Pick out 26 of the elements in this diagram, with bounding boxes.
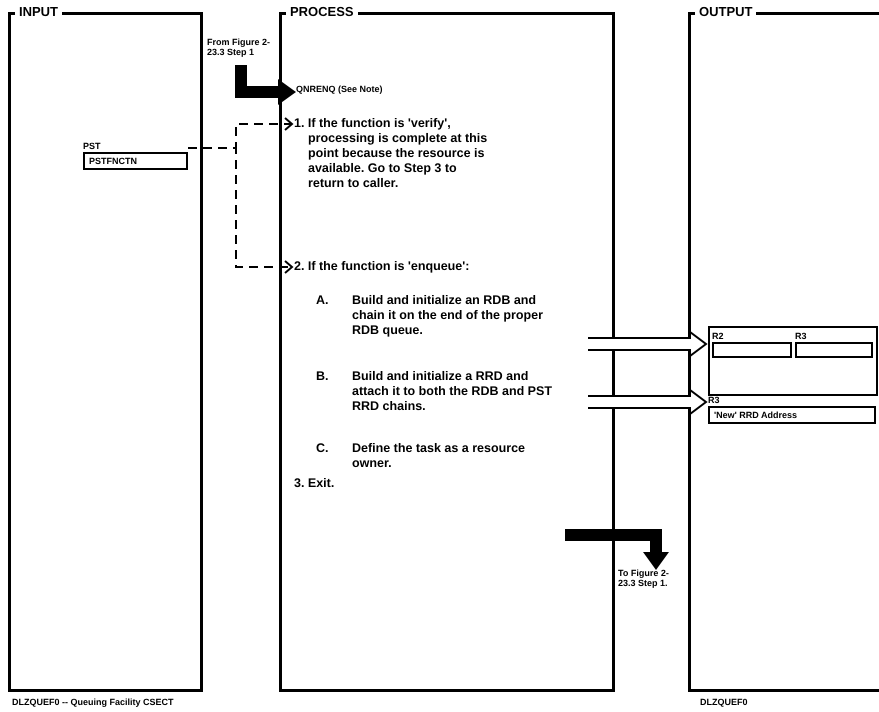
- connector-note: QNRENQ (See Note): [296, 84, 416, 100]
- step-text: 3. Exit.: [294, 476, 374, 494]
- hollow-arrow: [587, 388, 708, 416]
- data-field: PSTFNCTN: [83, 152, 188, 170]
- flow-arrow: [235, 65, 296, 105]
- field-label: R3: [795, 330, 808, 342]
- register-box: [708, 326, 878, 396]
- step-letter: B.: [316, 369, 330, 385]
- field-label: R2: [712, 330, 725, 342]
- step-letter: C.: [316, 441, 330, 457]
- data-field: 'New' RRD Address: [708, 406, 876, 424]
- connector-note: From Figure 2-23.3 Step 1: [207, 37, 277, 65]
- step-letter: A.: [316, 293, 330, 309]
- footer-text: DLZQUEF0: [700, 696, 748, 709]
- footer-text: DLZQUEF0 -- Queuing Facility CSECT: [12, 696, 174, 709]
- field-label: R3: [708, 394, 721, 406]
- step-text: 1. If the function is 'verify', processing is complete at this point because the resource is available. Go to Step 3 to return to caller.: [294, 116, 494, 208]
- step-text: Define the task as a resource owner.: [352, 441, 526, 472]
- step-text: Build and initialize an RDB and chain it on the end of the proper RDB queue.: [352, 293, 544, 339]
- step-text: 2. If the function is 'enqueue':: [294, 259, 514, 277]
- connector-note: To Figure 2-23.3 Step 1.: [618, 568, 686, 604]
- hollow-arrow: [587, 330, 708, 358]
- flow-arrow: [565, 529, 669, 570]
- step-text: Build and initialize a RRD and attach it to both the RDB and PST RRD chains.: [352, 369, 553, 415]
- field-label: PST: [83, 140, 102, 152]
- dashed-arrow: [188, 147, 293, 274]
